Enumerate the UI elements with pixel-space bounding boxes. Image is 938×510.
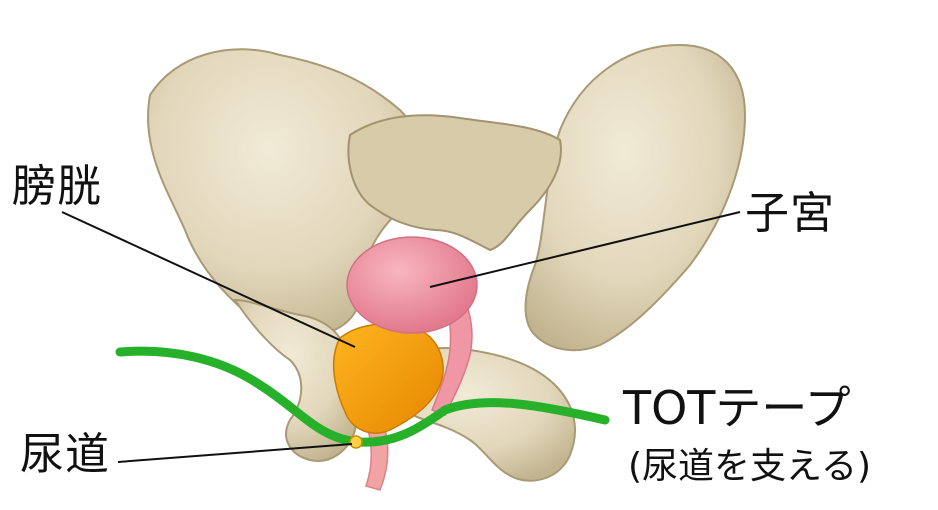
tot-tape-label: TOTテープ: [623, 385, 851, 431]
urethra-label: 尿道: [20, 433, 110, 477]
bladder-label: 膀胱: [12, 165, 102, 209]
right-ilium: [526, 45, 745, 350]
uterus-label: 子宮: [745, 192, 835, 236]
uterus: [347, 237, 477, 333]
tot-tape-note: (尿道を支える): [628, 449, 871, 485]
urethra-marker: [350, 436, 362, 448]
